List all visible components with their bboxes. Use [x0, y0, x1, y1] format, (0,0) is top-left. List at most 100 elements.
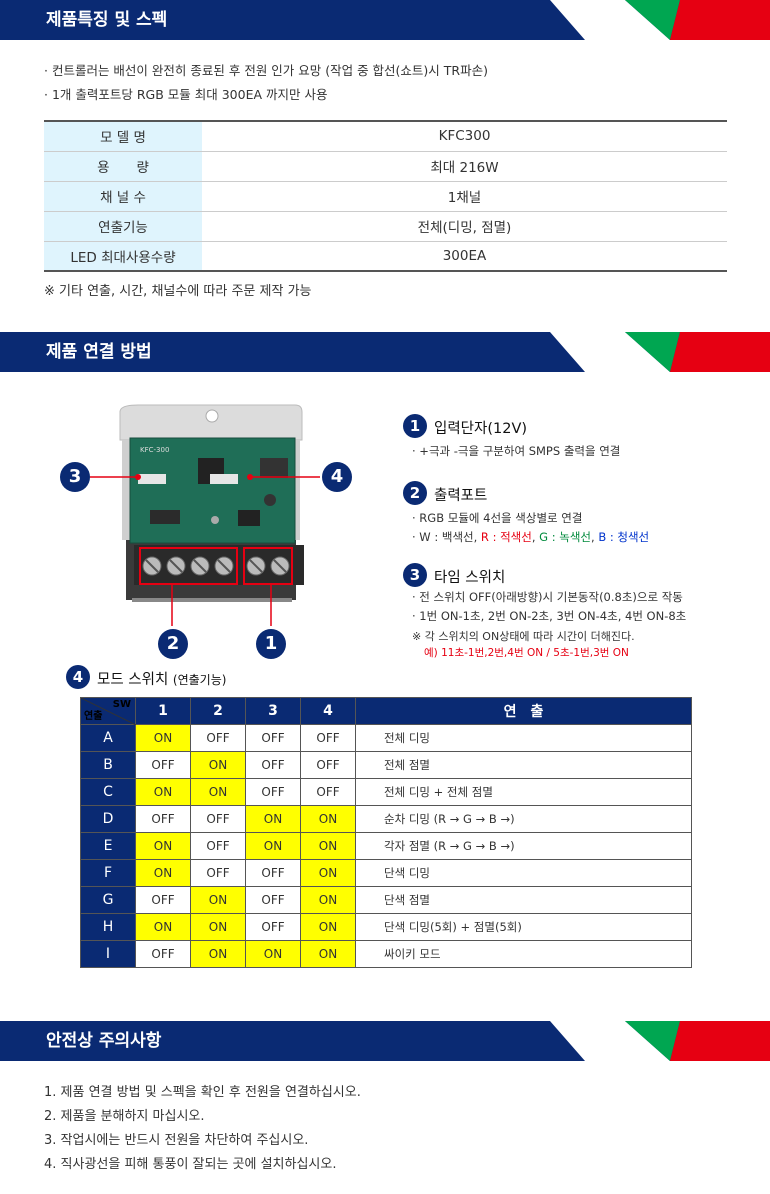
mode-row-label: B: [80, 751, 136, 779]
mode-row-label: I: [80, 940, 136, 968]
red-wire-text: R : 적색선: [480, 530, 532, 544]
item-1-number-icon: 1: [403, 414, 427, 438]
sw-state-cell: OFF: [135, 886, 191, 914]
item-2-title: 출력포트: [434, 488, 488, 504]
callout-3-icon: 3: [60, 462, 90, 492]
green-wire-text: G : 녹색선: [539, 530, 591, 544]
item-1-title: 입력단자(12V): [434, 421, 528, 437]
blue-wire-text: B : 청색선: [598, 530, 650, 544]
safety-item-4: 4. 직사광선을 피해 통풍이 잘되는 곳에 설치하십시오.: [44, 1157, 337, 1172]
sw-state-cell: OFF: [300, 751, 356, 779]
safety-item-2: 2. 제품을 분해하지 마십시오.: [44, 1109, 205, 1124]
item-3-example: 예) 11초-1번,2번,4번 ON / 5초-1번,3번 ON: [424, 647, 629, 659]
sw-state-cell: OFF: [245, 886, 301, 914]
feature-bullet-2: · 1개 출력포트당 RGB 모듈 최대 300EA 까지만 사용: [44, 87, 328, 102]
sw-state-cell: OFF: [135, 940, 191, 968]
spec-value: 최대 216W: [202, 151, 727, 182]
mode-description: 단색 점멸: [355, 886, 692, 914]
section-header-connection: 제품 연결 방법: [0, 332, 770, 372]
mode-row-label: H: [80, 913, 136, 941]
mode-row-label: A: [80, 724, 136, 752]
header-decoration-icon: [550, 0, 770, 40]
sw-state-cell: ON: [190, 940, 246, 968]
sw-state-cell: ON: [135, 778, 191, 806]
sw-state-cell: ON: [135, 859, 191, 887]
spec-value: 1채널: [202, 181, 727, 212]
item-2-line-1: · RGB 모듈에 4선을 색상별로 연결: [412, 511, 583, 525]
section-header-safety: 안전상 주의사항: [0, 1021, 770, 1061]
sw-state-cell: OFF: [300, 724, 356, 752]
feature-bullet-1: · 컨트롤러는 배선이 완전히 종료된 후 전원 인가 요망 (작업 중 합선(…: [44, 63, 488, 78]
spec-value: KFC300: [202, 120, 727, 152]
mode-switch-title: 모드 스위치 (연출기능): [97, 668, 226, 689]
header-decoration-icon: [550, 332, 770, 372]
sw-state-cell: ON: [190, 778, 246, 806]
sw-state-cell: ON: [135, 724, 191, 752]
item-4-number-icon: 4: [66, 665, 90, 689]
sw-state-cell: ON: [300, 832, 356, 860]
white-wire-text: · W : 백색선,: [412, 530, 481, 544]
section-title: 제품특징 및 스펙: [46, 10, 168, 30]
callout-2-icon: 2: [158, 629, 188, 659]
section-title: 제품 연결 방법: [46, 342, 152, 362]
spec-key: LED 최대사용수량: [44, 241, 202, 272]
sw-state-cell: ON: [300, 913, 356, 941]
sw-state-cell: ON: [190, 913, 246, 941]
mode-switch-subtitle: (연출기능): [172, 673, 227, 687]
mode-description: 전체 디밍 + 전체 점멸: [355, 778, 692, 806]
mode-switch-title-text: 모드 스위치: [97, 672, 169, 688]
sw-state-cell: ON: [300, 805, 356, 833]
desc-header: 연 출: [355, 697, 692, 725]
sw-state-cell: OFF: [245, 859, 301, 887]
sw-state-cell: OFF: [190, 859, 246, 887]
mode-row-label: E: [80, 832, 136, 860]
sw-state-cell: OFF: [245, 913, 301, 941]
sw-state-cell: ON: [300, 859, 356, 887]
sw-state-cell: ON: [135, 913, 191, 941]
sw-header: 3: [245, 697, 301, 725]
safety-item-1: 1. 제품 연결 방법 및 스펙을 확인 후 전원을 연결하십시오.: [44, 1085, 361, 1100]
board-label: KFC-300: [140, 446, 169, 454]
item-3-line-1: · 전 스위치 OFF(아래방향)시 기본동작(0.8초)으로 작동: [412, 590, 683, 604]
spec-key: 용 량: [44, 151, 202, 182]
spec-key: 연출기능: [44, 211, 202, 242]
sw-state-cell: OFF: [245, 724, 301, 752]
sw-state-cell: OFF: [300, 778, 356, 806]
diagonal-line-icon: [81, 698, 136, 725]
mode-row-label: F: [80, 859, 136, 887]
mode-row-label: D: [80, 805, 136, 833]
mode-description: 단색 디밍(5회) + 점멸(5회): [355, 913, 692, 941]
sw-state-cell: OFF: [245, 778, 301, 806]
sw-header: 1: [135, 697, 191, 725]
item-1-line-1: · +극과 -극을 구분하여 SMPS 출력을 연결: [412, 444, 621, 458]
sw-state-cell: ON: [300, 886, 356, 914]
callout-1-icon: 1: [256, 629, 286, 659]
section-title: 안전상 주의사항: [46, 1031, 162, 1051]
sw-state-cell: OFF: [190, 805, 246, 833]
mode-row-label: G: [80, 886, 136, 914]
sw-state-cell: ON: [190, 751, 246, 779]
sw-state-cell: ON: [245, 940, 301, 968]
corner-sw-label: SW: [112, 699, 131, 710]
sw-state-cell: OFF: [245, 751, 301, 779]
mode-description: 전체 점멸: [355, 751, 692, 779]
item-3-title: 타임 스위치: [434, 570, 506, 586]
spec-key: 채 널 수: [44, 181, 202, 212]
separator: ,: [591, 530, 599, 544]
sw-state-cell: ON: [245, 805, 301, 833]
